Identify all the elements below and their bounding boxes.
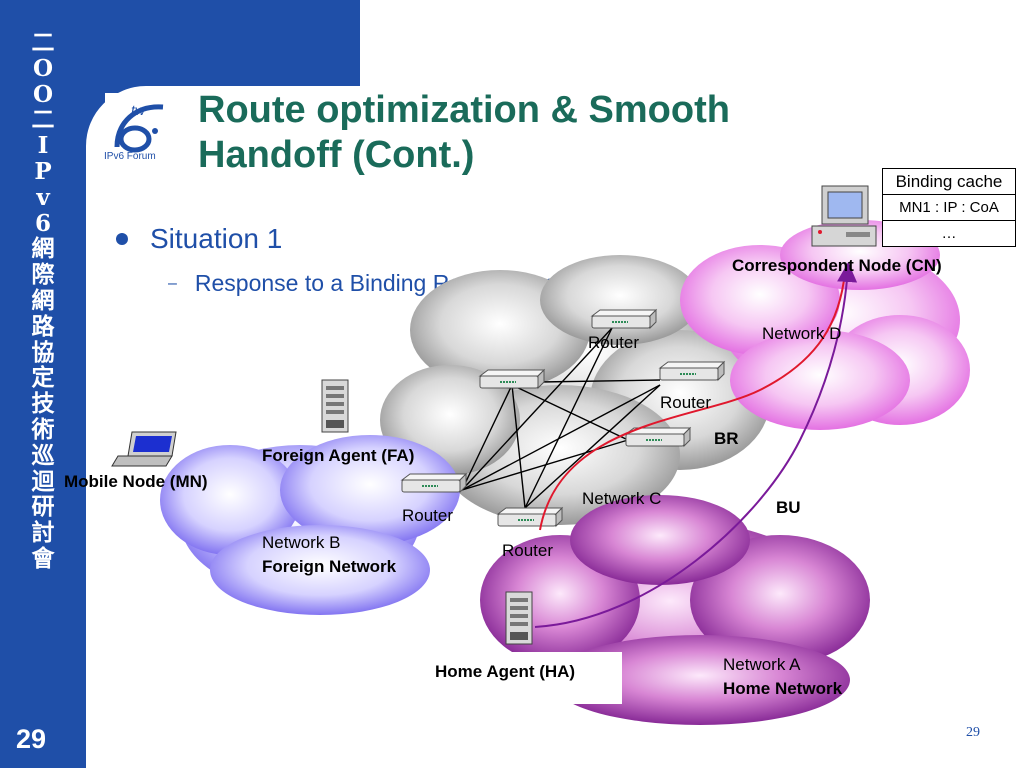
side-title-char: O — [32, 80, 54, 108]
side-title-char: 定 — [31, 364, 55, 392]
correspondent-node-computer-icon — [811, 185, 877, 247]
top-banner — [86, 0, 360, 86]
svg-text:tw: tw — [131, 102, 146, 118]
label-bu: BU — [776, 498, 801, 517]
label-home-agent: Home Agent (HA) — [435, 662, 576, 681]
side-title-char: 術 — [31, 415, 55, 443]
router-left-icon — [401, 473, 467, 493]
home-agent-server-icon — [505, 591, 533, 645]
router-top-icon — [591, 309, 657, 329]
br-path-line — [539, 271, 846, 531]
label-router-bottom: Router — [502, 541, 554, 560]
side-title-char: 討 — [31, 519, 55, 547]
side-title-char: 網 — [31, 235, 55, 263]
binding-cache-table: Binding cache MN1 : IP : CoA … — [882, 168, 1016, 247]
binding-cache-title: Binding cache — [883, 169, 1015, 195]
side-title-char: P — [34, 157, 52, 185]
label-network-c: Network C — [582, 489, 662, 508]
label-network-b: Network B — [262, 533, 341, 552]
router-links — [461, 327, 661, 509]
banner-corner — [86, 86, 146, 146]
side-title-char: 際 — [31, 261, 55, 289]
side-title-char: 迴 — [31, 467, 55, 495]
router-right-icon — [659, 361, 725, 381]
label-network-d: Network D — [762, 324, 842, 343]
label-router-left: Router — [402, 506, 454, 525]
binding-cache-row-1: MN1 : IP : CoA — [883, 195, 1015, 221]
side-title-char: 研 — [31, 493, 55, 521]
logo-caption: IPv6 Forum — [104, 151, 156, 162]
binding-cache-row-2: … — [941, 225, 957, 242]
page-number: 29 — [966, 725, 980, 740]
title-line-2: Handoff (Cont.) — [198, 134, 475, 176]
label-home-network: Home Network — [723, 679, 843, 698]
label-correspondent-node: Correspondent Node (CN) — [732, 256, 942, 275]
label-router-top: Router — [588, 333, 640, 352]
router-bottom-icon — [497, 507, 563, 527]
bu-path-line — [534, 262, 858, 628]
side-title-char: 巡 — [31, 441, 55, 469]
side-title-char: 技 — [31, 390, 55, 418]
bullet-dot-icon — [116, 233, 128, 245]
side-title-char: 6 — [34, 209, 51, 237]
bullet-dash-icon: – — [168, 274, 177, 292]
bullet-situation: Situation 1 — [116, 223, 282, 255]
label-br: BR — [714, 429, 739, 448]
side-title-char: 二 — [31, 106, 55, 134]
side-title-char: 二 — [31, 29, 55, 56]
title-line-1: Route optimization & Smooth — [198, 89, 730, 131]
side-title-char: 網 — [31, 286, 55, 314]
label-foreign-agent: Foreign Agent (FA) — [262, 446, 415, 465]
side-title-char: 會 — [31, 544, 55, 572]
mobile-node-laptop-icon — [111, 431, 177, 467]
side-title-char: O — [32, 54, 54, 82]
side-title-char: v — [36, 183, 50, 211]
router-mid-left-icon — [479, 369, 545, 389]
label-foreign-network: Foreign Network — [262, 557, 397, 576]
side-title-char: I — [37, 132, 49, 160]
slide-title: Route optimization & Smooth Handoff (Con… — [198, 88, 878, 178]
label-network-a: Network A — [723, 655, 801, 674]
side-title-char: 路 — [31, 312, 55, 340]
side-banner — [0, 0, 86, 768]
cloud-network-b — [160, 435, 460, 615]
ipv6-forum-logo: tw — [105, 93, 175, 165]
bullet-level1-text: Situation 1 — [150, 223, 283, 254]
ha-label-box — [390, 652, 622, 704]
label-router-right: Router — [660, 393, 712, 412]
foreign-agent-server-icon — [321, 379, 349, 433]
slide-number-large: 29 — [16, 724, 47, 754]
side-title-char: 協 — [31, 338, 55, 366]
label-mobile-node: Mobile Node (MN) — [64, 472, 208, 491]
